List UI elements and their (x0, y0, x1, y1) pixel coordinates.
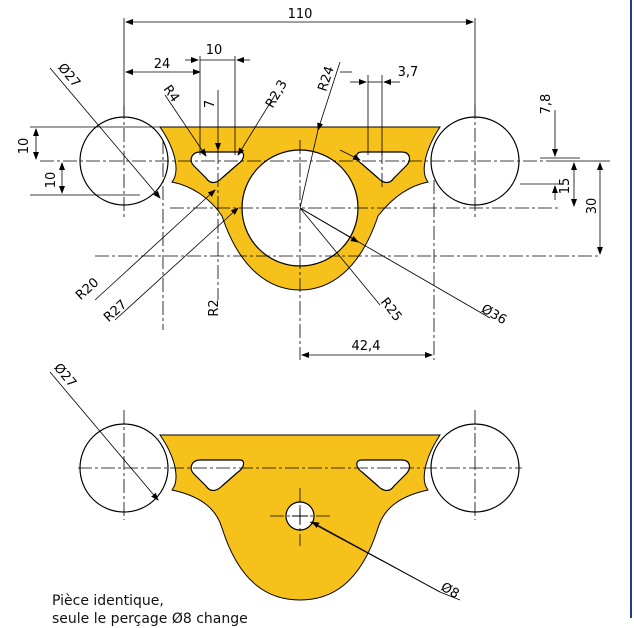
radius-r24: R24 (316, 64, 338, 93)
top-center-lines (40, 105, 600, 360)
bottom-diameter-27: Ø27 (50, 361, 79, 391)
dim-3-7: 3,7 (398, 65, 419, 80)
top-view: 110 24 10 3,7 7 7,8 10 10 15 30 42,4 R4 … (17, 7, 610, 360)
radius-r2-3: R2,3 (263, 78, 291, 111)
dim-7-8: 7,8 (539, 94, 554, 115)
bottom-center-lines (78, 410, 522, 546)
radius-r2: R2 (207, 299, 222, 316)
dim-15: 15 (558, 178, 573, 195)
dim-7: 7 (203, 100, 218, 108)
part-note: Pièce identique, seule le perçage Ø8 cha… (52, 592, 248, 628)
dim-30: 30 (585, 198, 600, 215)
diameter-8: Ø8 (438, 580, 462, 602)
note-line-2: seule le perçage Ø8 change (52, 611, 248, 627)
radius-r20: R20 (73, 275, 102, 303)
note-line-1: Pièce identique, (52, 593, 164, 609)
dim-overall-width: 110 (288, 7, 313, 22)
dim-10-left-a: 10 (17, 138, 32, 155)
dim-10-top: 10 (206, 43, 223, 58)
dim-24: 24 (154, 57, 171, 72)
radius-r4: R4 (160, 83, 182, 106)
radius-r27: R27 (101, 297, 130, 325)
dim-42-4: 42,4 (352, 339, 381, 354)
top-diameter-27: Ø27 (54, 61, 83, 91)
frame-border (630, 0, 632, 618)
diameter-36: Ø36 (478, 302, 509, 328)
bottom-view: Ø27 Ø8 (49, 361, 522, 602)
radius-r25: R25 (377, 295, 405, 324)
dim-10-left-b: 10 (44, 172, 59, 189)
